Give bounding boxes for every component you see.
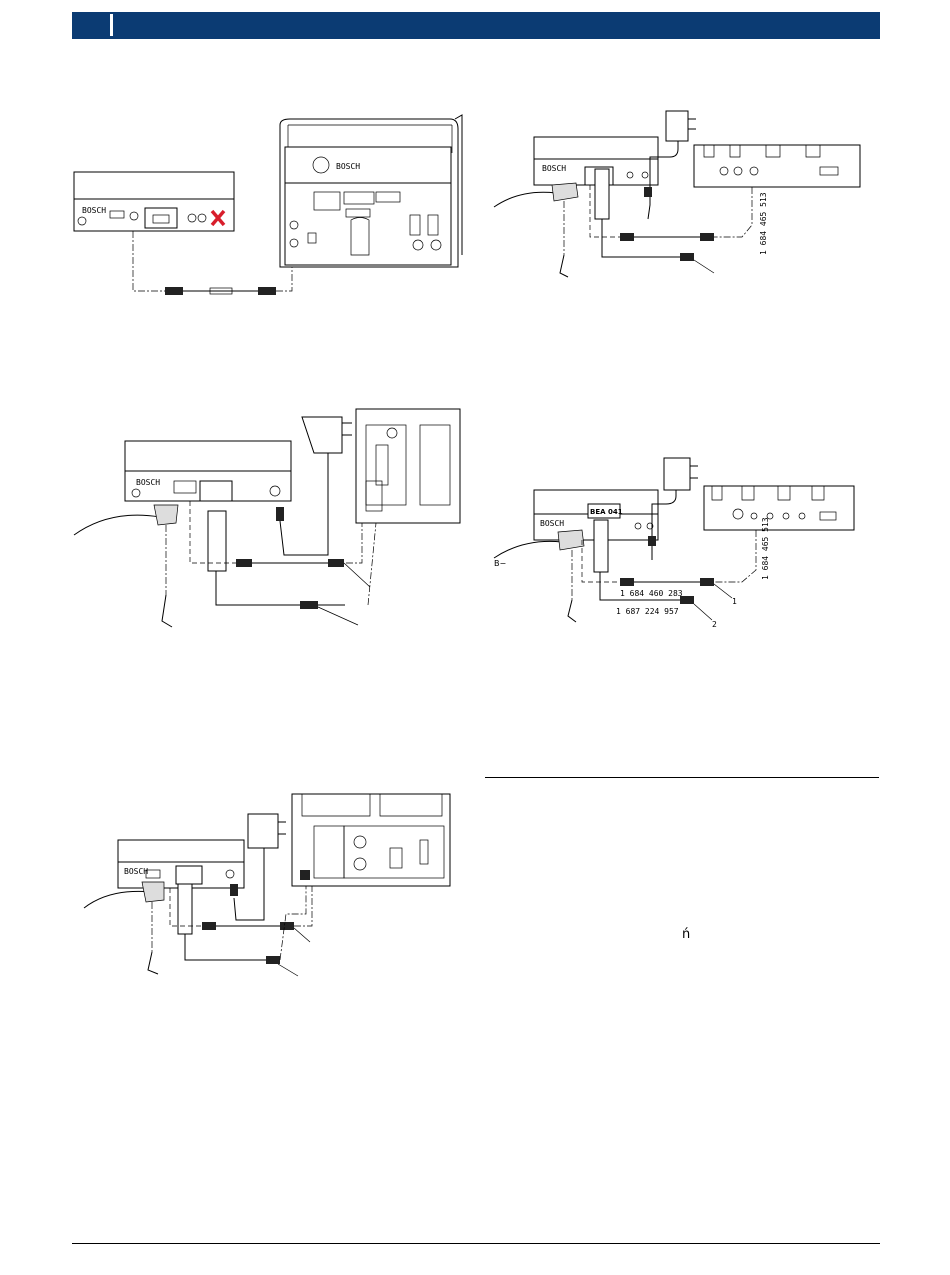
stray-character: ń xyxy=(682,927,690,942)
section-divider xyxy=(485,777,879,778)
header-bar xyxy=(72,12,880,39)
figure-connection-diagram-1: BOSCH BOSCH xyxy=(70,115,470,325)
device-label: BEA 041 xyxy=(590,508,623,516)
battery-label: B− xyxy=(494,559,506,568)
part-number-vertical-label: 1 684 465 513 xyxy=(761,517,770,580)
part-number-label: 1 684 465 513 xyxy=(759,192,768,255)
callout-1: 1 xyxy=(732,597,737,606)
cable-1-label: 1 684 460 283 xyxy=(620,589,683,598)
brand-label: BOSCH xyxy=(124,867,148,876)
figure-connection-diagram-5: BOSCH xyxy=(80,790,460,990)
figure-connection-diagram-2: BOSCH 1 684 465 513 xyxy=(490,105,870,295)
brand-label: BOSCH xyxy=(82,206,106,215)
brand-label: BOSCH xyxy=(540,519,564,528)
cable-2-label: 1 687 224 957 xyxy=(616,607,679,616)
figure-connection-diagram-4: BOSCH BEA 041 B− 1 684 460 283 1 687 224… xyxy=(490,450,870,640)
footer-rule xyxy=(72,1243,880,1244)
callout-2: 2 xyxy=(712,620,717,629)
brand-label: BOSCH xyxy=(136,478,160,487)
header-mark xyxy=(110,14,113,36)
panel-brand-label: BOSCH xyxy=(336,162,360,171)
brand-label: BOSCH xyxy=(542,164,566,173)
figure-connection-diagram-3: BOSCH xyxy=(70,395,470,635)
